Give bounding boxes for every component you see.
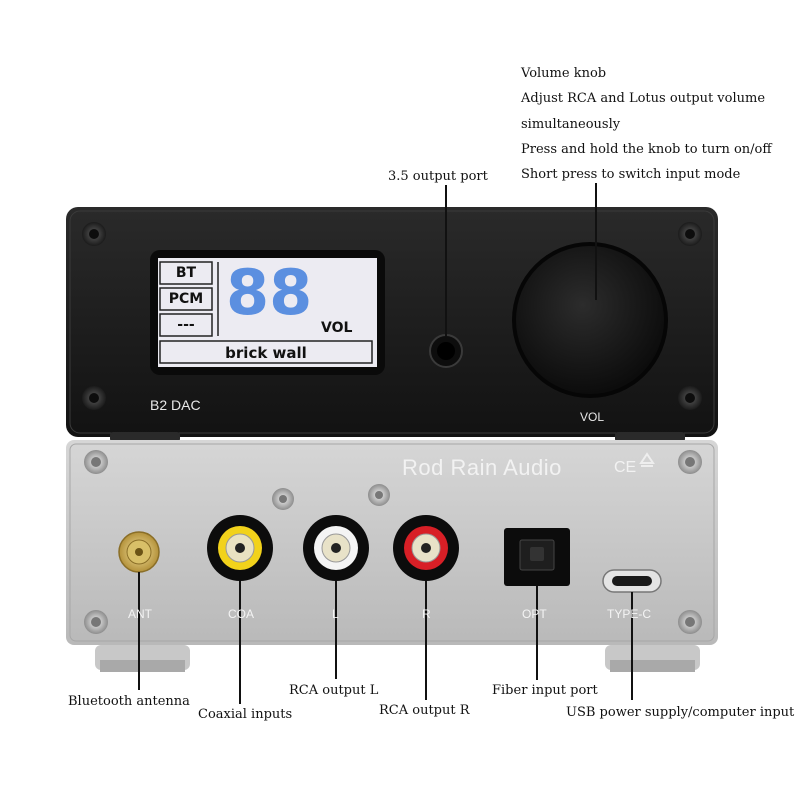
port-label-opt: OPT [522, 607, 547, 621]
optical-connector [504, 528, 570, 586]
callout-coaxial-inputs: Coaxial inputs [198, 707, 293, 722]
rear-screw-mid2 [368, 484, 390, 506]
front-foot-left [110, 432, 180, 442]
headphone-jack [429, 334, 463, 368]
front-screw-tr [678, 222, 702, 246]
front-screw-br [678, 386, 702, 410]
port-label-ant: ANT [128, 607, 152, 621]
rear-screw-mid1 [272, 488, 294, 510]
callout-fiber-input: Fiber input port [492, 683, 598, 698]
callout-volume-knob: Volume knob [521, 66, 607, 81]
front-foot-right [615, 432, 685, 442]
lcd-screen [158, 258, 377, 367]
cert-symbol [639, 452, 655, 467]
callout-bluetooth-antenna: Bluetooth antenna [68, 694, 190, 709]
knob-label: VOL [580, 410, 605, 424]
callout-usb-power: USB power supply/computer input [566, 705, 795, 720]
lcd-mode-blank: --- [177, 317, 195, 333]
leader-lines [138, 183, 633, 704]
rear-screw-tl [84, 450, 108, 474]
callout-volume-line2: Adjust RCA and Lotus output volume [521, 91, 766, 106]
port-label-r: R [422, 607, 431, 621]
lcd-filter: brick wall [225, 344, 307, 362]
cert-label: CE [614, 459, 637, 476]
lcd-mode-pcm: PCM [168, 291, 204, 307]
antenna-connector [118, 531, 160, 573]
callout-volume-line5: Short press to switch input mode [521, 167, 741, 182]
rear-screw-tr [678, 450, 702, 474]
model-label: B2 DAC [150, 397, 201, 413]
port-label-coa: COA [228, 607, 255, 621]
rear-screw-br [678, 610, 702, 634]
callout-rca-output-r: RCA output R [379, 703, 470, 718]
lcd-mode-bt: BT [175, 265, 197, 281]
callout-volume-line4: Press and hold the knob to turn on/off [521, 142, 772, 157]
rca-right-connector [393, 515, 459, 581]
port-label-l: L [332, 607, 339, 621]
brand-label: Rod Rain Audio [402, 455, 562, 480]
lcd-volume-unit: VOL [321, 320, 353, 336]
callout-volume-line3: simultaneously [521, 117, 621, 132]
rear-panel [66, 440, 718, 645]
front-screw-tl [82, 222, 106, 246]
port-label-typec: TYPE-C [607, 607, 652, 621]
front-screw-bl [82, 386, 106, 410]
usb-c-connector [602, 569, 662, 593]
callout-output-35: 3.5 output port [388, 169, 488, 184]
coaxial-rca-connector [207, 515, 273, 581]
rca-left-connector [303, 515, 369, 581]
callout-rca-output-l: RCA output L [289, 683, 379, 698]
rear-screw-bl [84, 610, 108, 634]
volume-knob [512, 242, 668, 398]
lcd-volume-value: 88 [226, 256, 313, 329]
